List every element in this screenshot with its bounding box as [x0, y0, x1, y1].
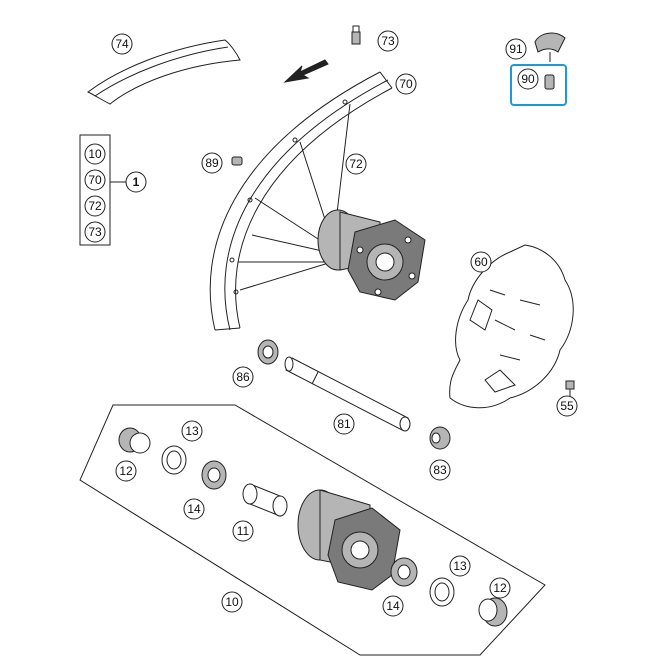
brake-disc-60 [449, 244, 574, 409]
rotation-arrow [283, 59, 329, 83]
assembly-list-item-10: 10 [84, 143, 106, 165]
svg-text:70: 70 [88, 173, 102, 187]
ring-13-left [161, 445, 187, 475]
spacer-86 [257, 339, 279, 365]
callout-70-top: 70 [395, 73, 417, 95]
callout-11: 11 [232, 520, 254, 542]
svg-text:74: 74 [115, 37, 129, 51]
part-89 [231, 156, 243, 166]
ring-13-right [429, 577, 455, 607]
callout-90: 90 [517, 68, 539, 90]
sleeve-11 [242, 483, 288, 517]
callout-73-top: 73 [377, 30, 399, 52]
assembly-list [79, 134, 126, 246]
callout-83: 83 [429, 459, 451, 481]
bolt-55 [565, 380, 575, 398]
valve-73 [351, 25, 361, 45]
svg-text:14: 14 [386, 599, 400, 613]
callout-13-left: 13 [181, 420, 203, 442]
callout-74: 74 [111, 33, 133, 55]
svg-text:13: 13 [453, 559, 467, 573]
callout-72-top: 72 [345, 153, 367, 175]
callout-81: 81 [333, 413, 355, 435]
bearing-14-right [390, 557, 418, 587]
svg-text:72: 72 [88, 199, 102, 213]
svg-text:12: 12 [119, 464, 133, 478]
assembly-list-item-70: 70 [84, 169, 106, 191]
svg-text:10: 10 [225, 595, 239, 609]
callout-60: 60 [470, 251, 492, 273]
callout-55: 55 [556, 395, 578, 417]
rim-strip-74 [87, 39, 241, 105]
wheel-rim-70 [209, 71, 393, 331]
svg-text:12: 12 [493, 581, 507, 595]
svg-text:13: 13 [185, 424, 199, 438]
svg-text:10: 10 [88, 147, 102, 161]
svg-text:83: 83 [433, 463, 447, 477]
svg-text:86: 86 [236, 370, 250, 384]
callout-14-left: 14 [183, 498, 205, 520]
svg-text:11: 11 [237, 524, 250, 538]
callout-89: 89 [201, 152, 223, 174]
seal-12-left [118, 427, 151, 454]
rim-lock-91 [534, 32, 566, 62]
axle-nut-83 [429, 426, 451, 450]
hub-lower [297, 489, 401, 591]
callout-12-right: 12 [489, 577, 511, 599]
svg-text:14: 14 [187, 502, 201, 516]
callout-10-bottom: 10 [221, 591, 243, 613]
callout-13-right: 13 [449, 555, 471, 577]
svg-text:89: 89 [205, 156, 219, 170]
hub-assembly-frame [79, 404, 546, 656]
highlight-box-90 [510, 64, 567, 106]
callout-1: 1 [125, 171, 147, 193]
axle-81 [284, 356, 411, 432]
svg-text:91: 91 [509, 42, 523, 56]
svg-text:60: 60 [474, 255, 488, 269]
svg-text:1: 1 [133, 175, 140, 189]
assembly-list-item-73: 73 [84, 221, 106, 243]
callout-91: 91 [505, 38, 527, 60]
svg-text:55: 55 [560, 399, 574, 413]
callout-14-right: 14 [382, 595, 404, 617]
svg-text:73: 73 [381, 34, 395, 48]
callout-86: 86 [232, 366, 254, 388]
svg-text:72: 72 [349, 157, 363, 171]
seal-12-right [478, 597, 508, 627]
wheel-hub-upper [317, 209, 426, 301]
svg-text:90: 90 [521, 72, 535, 86]
callout-12-left: 12 [115, 460, 137, 482]
assembly-list-item-72: 72 [84, 195, 106, 217]
nut-90 [544, 74, 555, 90]
svg-text:70: 70 [399, 77, 413, 91]
bearing-14-left [201, 460, 227, 490]
svg-text:81: 81 [337, 417, 351, 431]
svg-text:73: 73 [88, 225, 102, 239]
